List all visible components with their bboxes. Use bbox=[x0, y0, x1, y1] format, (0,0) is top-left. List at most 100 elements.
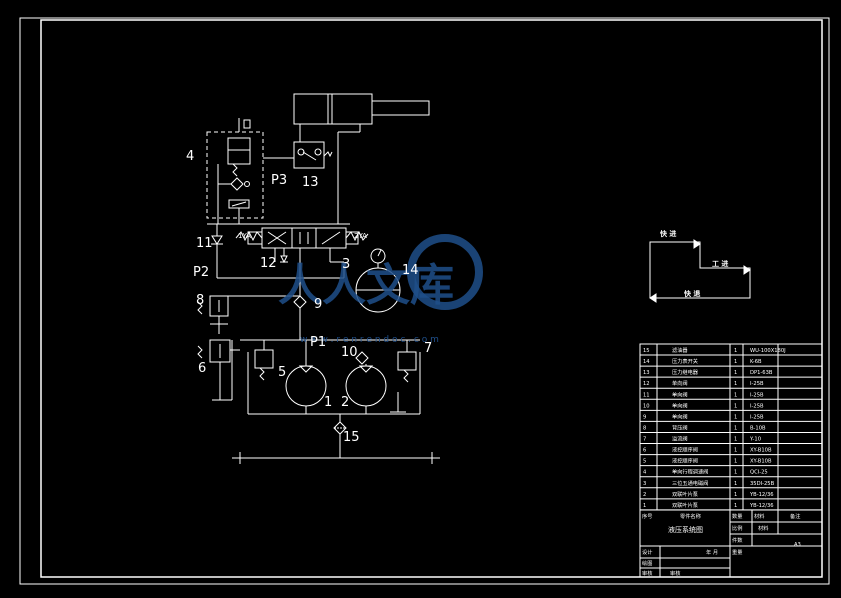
bom-cell-qty: 1 bbox=[734, 503, 737, 509]
cell-sheet-size: A3 bbox=[794, 542, 801, 548]
bom-cell-name: 双联叶片泵 bbox=[672, 490, 698, 498]
relief-valve-7 bbox=[390, 340, 417, 413]
label-7: 7 bbox=[424, 341, 432, 356]
bom-header-spec: 材料 bbox=[754, 512, 764, 520]
label-4: 4 bbox=[186, 149, 194, 164]
cell-school: 审核 bbox=[670, 569, 680, 577]
bom-cell-qty: 1 bbox=[734, 359, 737, 365]
bom-cell-spec: XY-B10B bbox=[750, 448, 772, 454]
label-1: 1 bbox=[324, 395, 332, 410]
cell-drafter: 绘图 bbox=[642, 559, 652, 567]
bom-header-qty: 数量 bbox=[732, 512, 742, 520]
bom-header-no: 序号 bbox=[642, 512, 652, 520]
pressure-gauge-14 bbox=[355, 248, 401, 313]
bom-cell-name: 液控顺序阀 bbox=[672, 457, 698, 465]
sequence-valve-6 bbox=[197, 339, 240, 401]
bom-cell-no: 12 bbox=[643, 381, 650, 387]
label-6: 6 bbox=[198, 361, 206, 376]
cell-designer: 设计 bbox=[642, 548, 652, 556]
bom-cell-no: 2 bbox=[643, 492, 646, 498]
bom-cell-no: 4 bbox=[643, 470, 647, 476]
label-3: 3 bbox=[342, 257, 350, 272]
bom-cell-no: 7 bbox=[643, 437, 646, 443]
speed-regulating-valve-4 bbox=[206, 118, 264, 225]
bom-cell-qty: 1 bbox=[734, 403, 737, 409]
watermark: 人人文库 w w w . r e n r e n d o c . c o m bbox=[278, 234, 483, 345]
label-2ya: 2YA bbox=[354, 232, 367, 240]
drawing-title: 液压系统图 bbox=[668, 525, 703, 534]
cycle-fast-forward: 快 进 bbox=[660, 229, 676, 238]
bom-cell-spec: YB-12/36 bbox=[749, 492, 774, 498]
cell-weight: 重量 bbox=[732, 548, 742, 556]
bom-cell-qty: 1 bbox=[734, 459, 737, 465]
bom-cell-spec: K-6B bbox=[750, 359, 762, 365]
bom-cell-name: 单向阀 bbox=[672, 412, 688, 420]
pump-2 bbox=[345, 364, 387, 414]
cell-material: 材料 bbox=[758, 524, 768, 532]
hydraulic-cylinder bbox=[293, 93, 430, 140]
label-10: 10 bbox=[341, 345, 358, 360]
label-9: 9 bbox=[314, 297, 322, 312]
bom-cell-spec: I-25B bbox=[750, 403, 764, 409]
cell-date: 年 月 bbox=[706, 548, 718, 556]
bom-cell-no: 3 bbox=[643, 481, 646, 487]
bom-cell-name: 单向阀 bbox=[672, 390, 688, 398]
check-valve-11 bbox=[211, 224, 223, 278]
bom-cell-qty: 1 bbox=[734, 448, 737, 454]
bom-cell-qty: 1 bbox=[734, 470, 737, 476]
work-cycle-diagram bbox=[649, 239, 751, 303]
label-15: 15 bbox=[343, 430, 360, 445]
label-p1: P1 bbox=[310, 335, 326, 350]
bom-cell-no: 13 bbox=[643, 370, 650, 376]
bom-cell-no: 14 bbox=[643, 359, 650, 365]
bom-cell-name: 单向行程调速阀 bbox=[672, 468, 708, 476]
pressure-relay-13 bbox=[263, 140, 333, 169]
bom-cell-qty: 1 bbox=[734, 425, 737, 431]
bom-cell-spec: WU-100X180J bbox=[750, 348, 786, 354]
bom-cell-no: 1 bbox=[643, 503, 646, 509]
filter-15 bbox=[232, 413, 440, 464]
bom-cell-no: 15 bbox=[643, 348, 650, 354]
label-p2: P2 bbox=[193, 265, 209, 280]
bom-cell-spec: QCI-25 bbox=[750, 470, 768, 476]
bom-cell-name: 单向阀 bbox=[672, 379, 688, 387]
bom-cell-qty: 1 bbox=[734, 370, 737, 376]
bom-cell-qty: 1 bbox=[734, 348, 737, 354]
cell-checker: 审核 bbox=[642, 569, 652, 577]
bom-cell-name: 单向阀 bbox=[672, 401, 688, 409]
bom-cell-spec: 35DI-25B bbox=[750, 481, 775, 487]
bom-cell-spec: DP1-63B bbox=[750, 370, 773, 376]
cell-count: 件数 bbox=[732, 536, 743, 544]
bom-cell-spec: I-25B bbox=[750, 392, 764, 398]
bom-cell-spec: Y-10 bbox=[749, 437, 761, 443]
label-1ya: 1YA bbox=[238, 232, 251, 240]
bom-cell-spec: B-10B bbox=[750, 425, 766, 431]
bom-cell-qty: 1 bbox=[734, 392, 737, 398]
bom-cell-name: 压力继电器 bbox=[672, 368, 699, 376]
label-13: 13 bbox=[302, 175, 319, 190]
bom-cell-name: 三位五通电磁阀 bbox=[672, 479, 708, 487]
bom-cell-qty: 1 bbox=[734, 492, 737, 498]
bom-cell-name: 滤油器 bbox=[672, 346, 688, 354]
label-12: 12 bbox=[260, 256, 277, 271]
bom-cell-name: 背压阀 bbox=[672, 423, 688, 431]
watermark-text: 人人文库 bbox=[278, 260, 454, 311]
bom-cell-no: 8 bbox=[643, 425, 646, 431]
bom-cell-name: 双联叶片泵 bbox=[672, 501, 698, 509]
bom-cell-no: 6 bbox=[643, 448, 646, 454]
bom-cell-qty: 1 bbox=[734, 481, 737, 487]
label-2: 2 bbox=[341, 395, 349, 410]
check-valve-12 bbox=[280, 248, 288, 264]
bom-header-note: 备注 bbox=[790, 512, 800, 520]
back-pressure-valve-8 bbox=[197, 295, 300, 334]
bom-row-lines bbox=[640, 354, 822, 511]
check-valve-9 bbox=[293, 295, 307, 340]
bom-cell-qty: 1 bbox=[734, 414, 737, 420]
bom-cell-qty: 1 bbox=[734, 437, 737, 443]
relief-valve-5 bbox=[254, 340, 274, 381]
label-14: 14 bbox=[402, 263, 419, 278]
bom-cell-qty: 1 bbox=[734, 381, 737, 387]
